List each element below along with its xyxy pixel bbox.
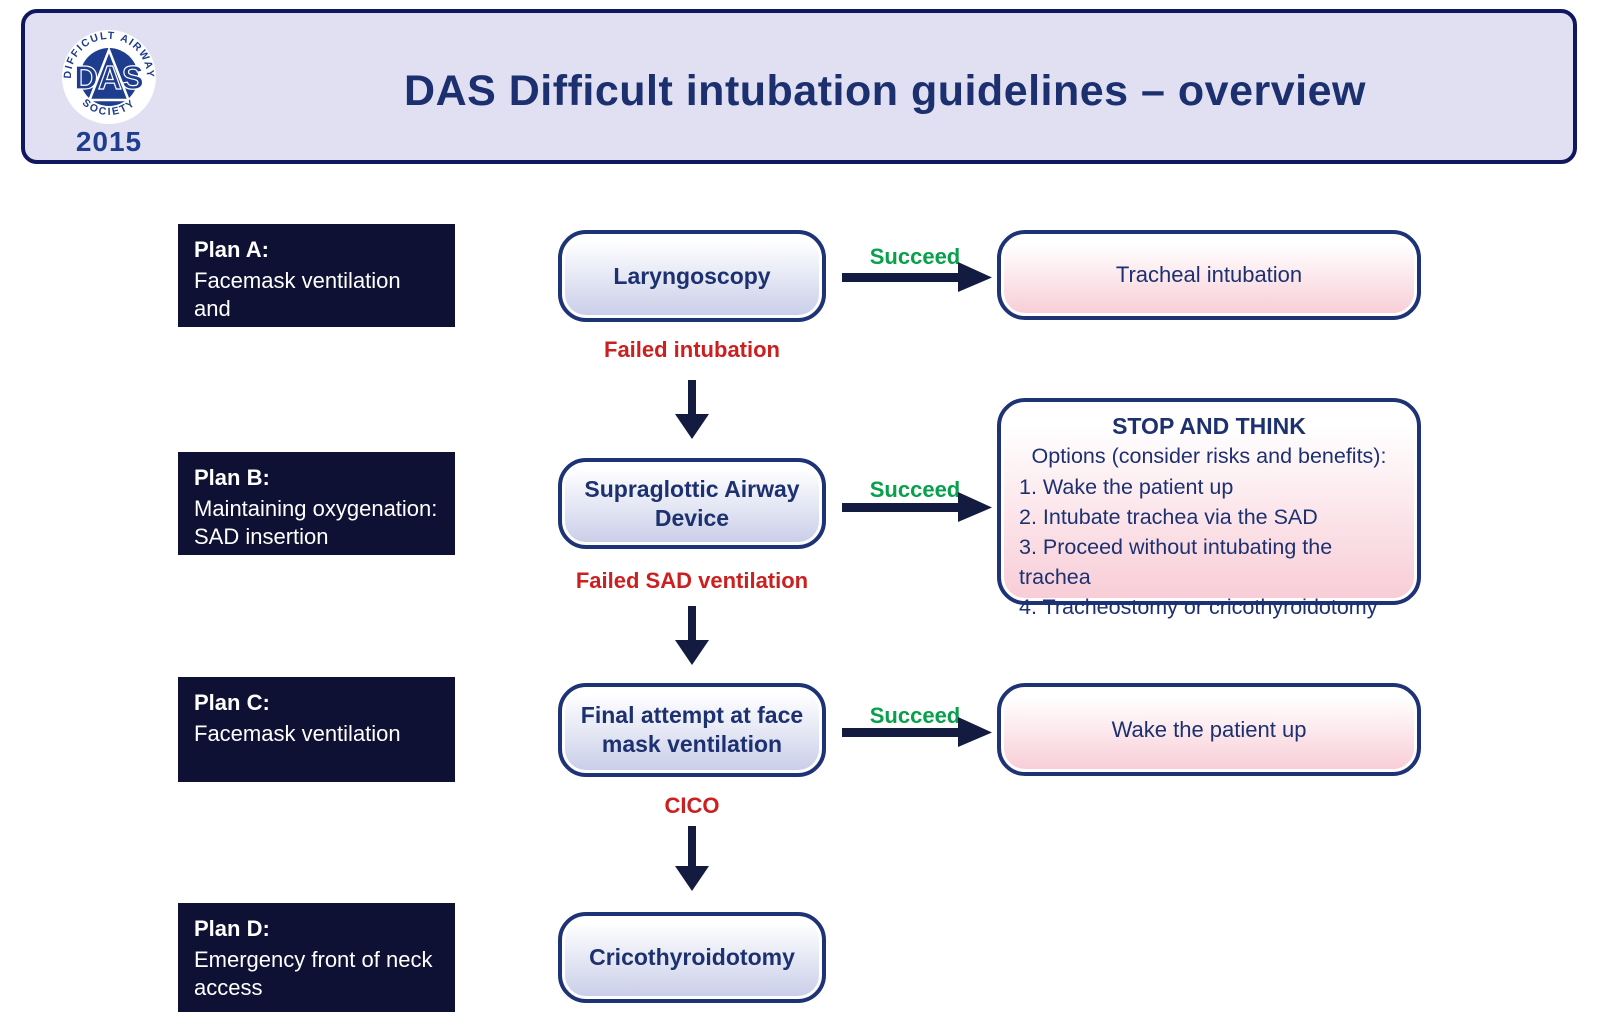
down-arrow-failed-sad (675, 606, 709, 665)
step-final-facemask-ventilation: Final attempt at face mask ventilation (558, 683, 826, 777)
step-laryngoscopy: Laryngoscopy (558, 230, 826, 322)
down-arrow-cico (675, 826, 709, 891)
down-arrow-failed-intubation (675, 380, 709, 439)
plan-c-label: Plan C: (194, 690, 270, 715)
stop-option-4: 4. Tracheostomy or cricothyroidotomy (1019, 595, 1378, 620)
step-supraglottic-airway-device: Supraglottic Airway Device (558, 458, 826, 549)
edge-label-cico: CICO (664, 793, 720, 818)
stop-and-think-subtitle: Options (consider risks and benefits): (1031, 444, 1387, 468)
page-title: DAS Difficult intubation guidelines – ov… (404, 67, 1366, 115)
das-logo: DAS DIFFICULT AIRWAY SOCIETY 2015 (59, 29, 159, 158)
stop-and-think-title: STOP AND THINK (1112, 413, 1306, 439)
right-arrow-succeed-a (842, 262, 992, 292)
plan-d-label: Plan D: (194, 916, 270, 941)
edge-label-failed-sad-ventilation: Failed SAD ventilation (575, 568, 809, 593)
plan-c-box: Plan C: Facemask ventilation (178, 677, 455, 782)
plan-a-label: Plan A: (194, 237, 269, 262)
edge-label-succeed-c: Succeed (869, 703, 961, 728)
step-cricothyroidotomy: Cricothyroidotomy (558, 912, 826, 1003)
outcome-tracheal-intubation: Tracheal intubation (997, 230, 1421, 320)
logo-monogram: DAS (74, 59, 144, 96)
plan-b-label: Plan B: (194, 465, 270, 490)
stop-option-1: 1. Wake the patient up (1019, 475, 1234, 499)
stop-option-2: 2. Intubate trachea via the SAD (1019, 505, 1318, 530)
plan-a-description: Facemask ventilation and tracheal intuba… (194, 267, 401, 349)
right-arrow-succeed-b (842, 492, 992, 522)
plan-d-box: Plan D: Emergency front of neck access (178, 903, 455, 1012)
das-logo-icon: DAS DIFFICULT AIRWAY SOCIETY (62, 30, 156, 124)
plan-c-description: Facemask ventilation (194, 720, 401, 746)
plan-b-box: Plan B: Maintaining oxygenation: SAD ins… (178, 452, 455, 555)
outcome-stop-and-think-box: STOP AND THINK Options (consider risks a… (997, 398, 1421, 619)
stop-option-3: 3. Proceed without intubating the trache… (1019, 535, 1333, 590)
plan-b-description: Maintaining oxygenation: SAD insertion (194, 495, 438, 549)
right-arrow-succeed-c (842, 717, 992, 747)
edge-label-succeed-b: Succeed (869, 477, 961, 502)
logo-year: 2015 (75, 126, 143, 157)
header-banner: DAS DIFFICULT AIRWAY SOCIETY 2015 DAS Di… (21, 9, 1577, 164)
plan-d-description: Emergency front of neck access (194, 946, 433, 1000)
outcome-wake-the-patient-up: Wake the patient up (997, 683, 1421, 776)
edge-label-succeed-a: Succeed (869, 244, 961, 269)
edge-label-failed-intubation: Failed intubation (604, 337, 780, 362)
plan-a-box: Plan A: Facemask ventilation and trachea… (178, 224, 455, 349)
